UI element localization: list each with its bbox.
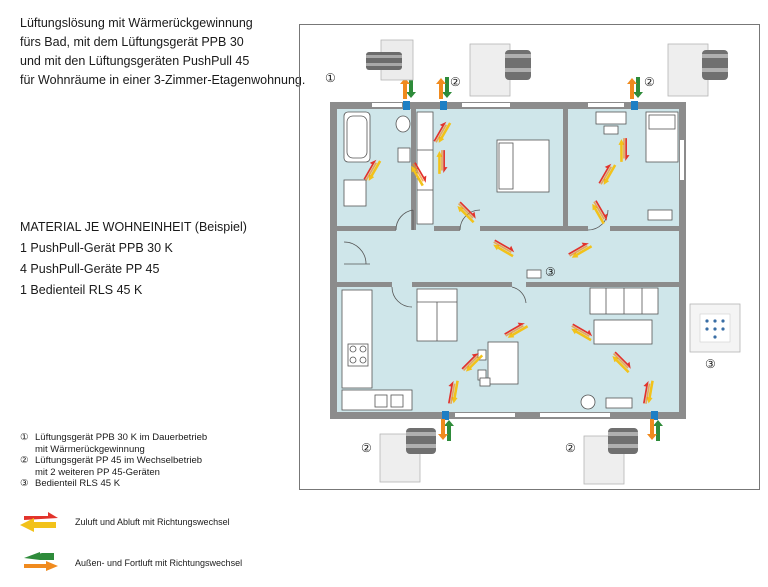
device-ppb30-marker bbox=[403, 101, 410, 110]
note-item: mit 2 weiteren PP 45-Geräten bbox=[20, 467, 207, 479]
device-pp45-marker bbox=[631, 101, 638, 110]
device-pp45-image bbox=[667, 43, 728, 97]
material-item: 4 PushPull-Geräte PP 45 bbox=[20, 262, 160, 276]
legend-supply-exhaust-arrow bbox=[20, 512, 58, 532]
outdoor-arrow bbox=[400, 78, 410, 99]
outdoor-arrow bbox=[627, 78, 637, 99]
legend-supply-exhaust-label: Zuluft und Abluft mit Richtungswechsel bbox=[75, 517, 230, 527]
device-pp45-image bbox=[469, 43, 531, 97]
intro-text: Lüftungslösung mit Wärmerückgewinnung fü… bbox=[20, 14, 305, 90]
marker-pp45: ② bbox=[644, 75, 655, 89]
intro-line: und mit den Lüftungsgeräten PushPull 45 bbox=[20, 54, 250, 68]
outdoor-arrow bbox=[438, 419, 448, 440]
device-pp45-marker bbox=[651, 411, 658, 420]
outdoor-arrow bbox=[633, 77, 643, 98]
note-text: Lüftungsgerät PPB 30 K im Dauerbetrieb bbox=[35, 432, 208, 443]
device-pp45-image bbox=[379, 428, 436, 483]
notes-list: ① Lüftungsgerät PPB 30 K im Dauerbetrieb… bbox=[20, 432, 207, 490]
material-list: MATERIAL JE WOHNEINHEIT (Beispiel) 1 Pus… bbox=[20, 217, 247, 301]
legend-outdoor-label: Außen- und Fortluft mit Richtungswechsel bbox=[75, 558, 242, 568]
marker-control: ③ bbox=[545, 265, 556, 279]
material-item: 1 PushPull-Gerät PPB 30 K bbox=[20, 241, 173, 255]
marker-ppb30: ① bbox=[325, 71, 336, 85]
furniture bbox=[341, 111, 679, 411]
material-item: 1 Bedienteil RLS 45 K bbox=[20, 283, 143, 297]
outdoor-arrow bbox=[653, 420, 663, 441]
note-text: mit Wärmerückgewinnung bbox=[35, 443, 145, 455]
plan-frame bbox=[299, 24, 760, 490]
device-pp45-marker bbox=[440, 101, 447, 110]
outdoor-arrow bbox=[647, 419, 657, 440]
intro-line: für Wohnräume in einer 3-Zimmer-Etagenwo… bbox=[20, 73, 306, 87]
note-number: ② bbox=[20, 455, 29, 467]
marker-control: ③ bbox=[705, 357, 716, 371]
device-pp45-marker bbox=[442, 411, 449, 420]
device-ppb30-image bbox=[366, 39, 414, 81]
control-panel-image bbox=[689, 303, 741, 353]
intro-line: Lüftungslösung mit Wärmerückgewinnung bbox=[20, 16, 253, 30]
marker-pp45: ② bbox=[565, 441, 576, 455]
device-pp45-image bbox=[583, 428, 638, 485]
marker-pp45: ② bbox=[450, 75, 461, 89]
legend-outdoor-arrow bbox=[24, 552, 58, 571]
intro-line: fürs Bad, mit dem Lüftungsgerät PPB 30 bbox=[20, 35, 244, 49]
note-text: mit 2 weiteren PP 45-Geräten bbox=[35, 466, 160, 478]
note-number: ③ bbox=[20, 478, 29, 490]
note-number: ① bbox=[20, 432, 29, 443]
control-panel-marker bbox=[526, 269, 542, 279]
outdoor-arrow bbox=[436, 78, 446, 99]
note-text: Lüftungsgerät PP 45 im Wechselbetrieb bbox=[35, 455, 203, 467]
note-item: ① Lüftungsgerät PPB 30 K im Dauerbetrieb bbox=[20, 432, 207, 444]
window-openings bbox=[372, 103, 684, 417]
note-item: ② Lüftungsgerät PP 45 im Wechselbetrieb bbox=[20, 455, 207, 467]
marker-pp45: ② bbox=[361, 441, 372, 455]
note-text: Bedienteil RLS 45 K bbox=[35, 478, 121, 490]
outdoor-arrow bbox=[444, 420, 454, 441]
note-item: mit Wärmerückgewinnung bbox=[20, 444, 207, 456]
wall-devices bbox=[403, 101, 658, 420]
note-item: ③ Bedienteil RLS 45 K bbox=[20, 478, 207, 490]
material-heading: MATERIAL JE WOHNEINHEIT (Beispiel) bbox=[20, 220, 247, 234]
